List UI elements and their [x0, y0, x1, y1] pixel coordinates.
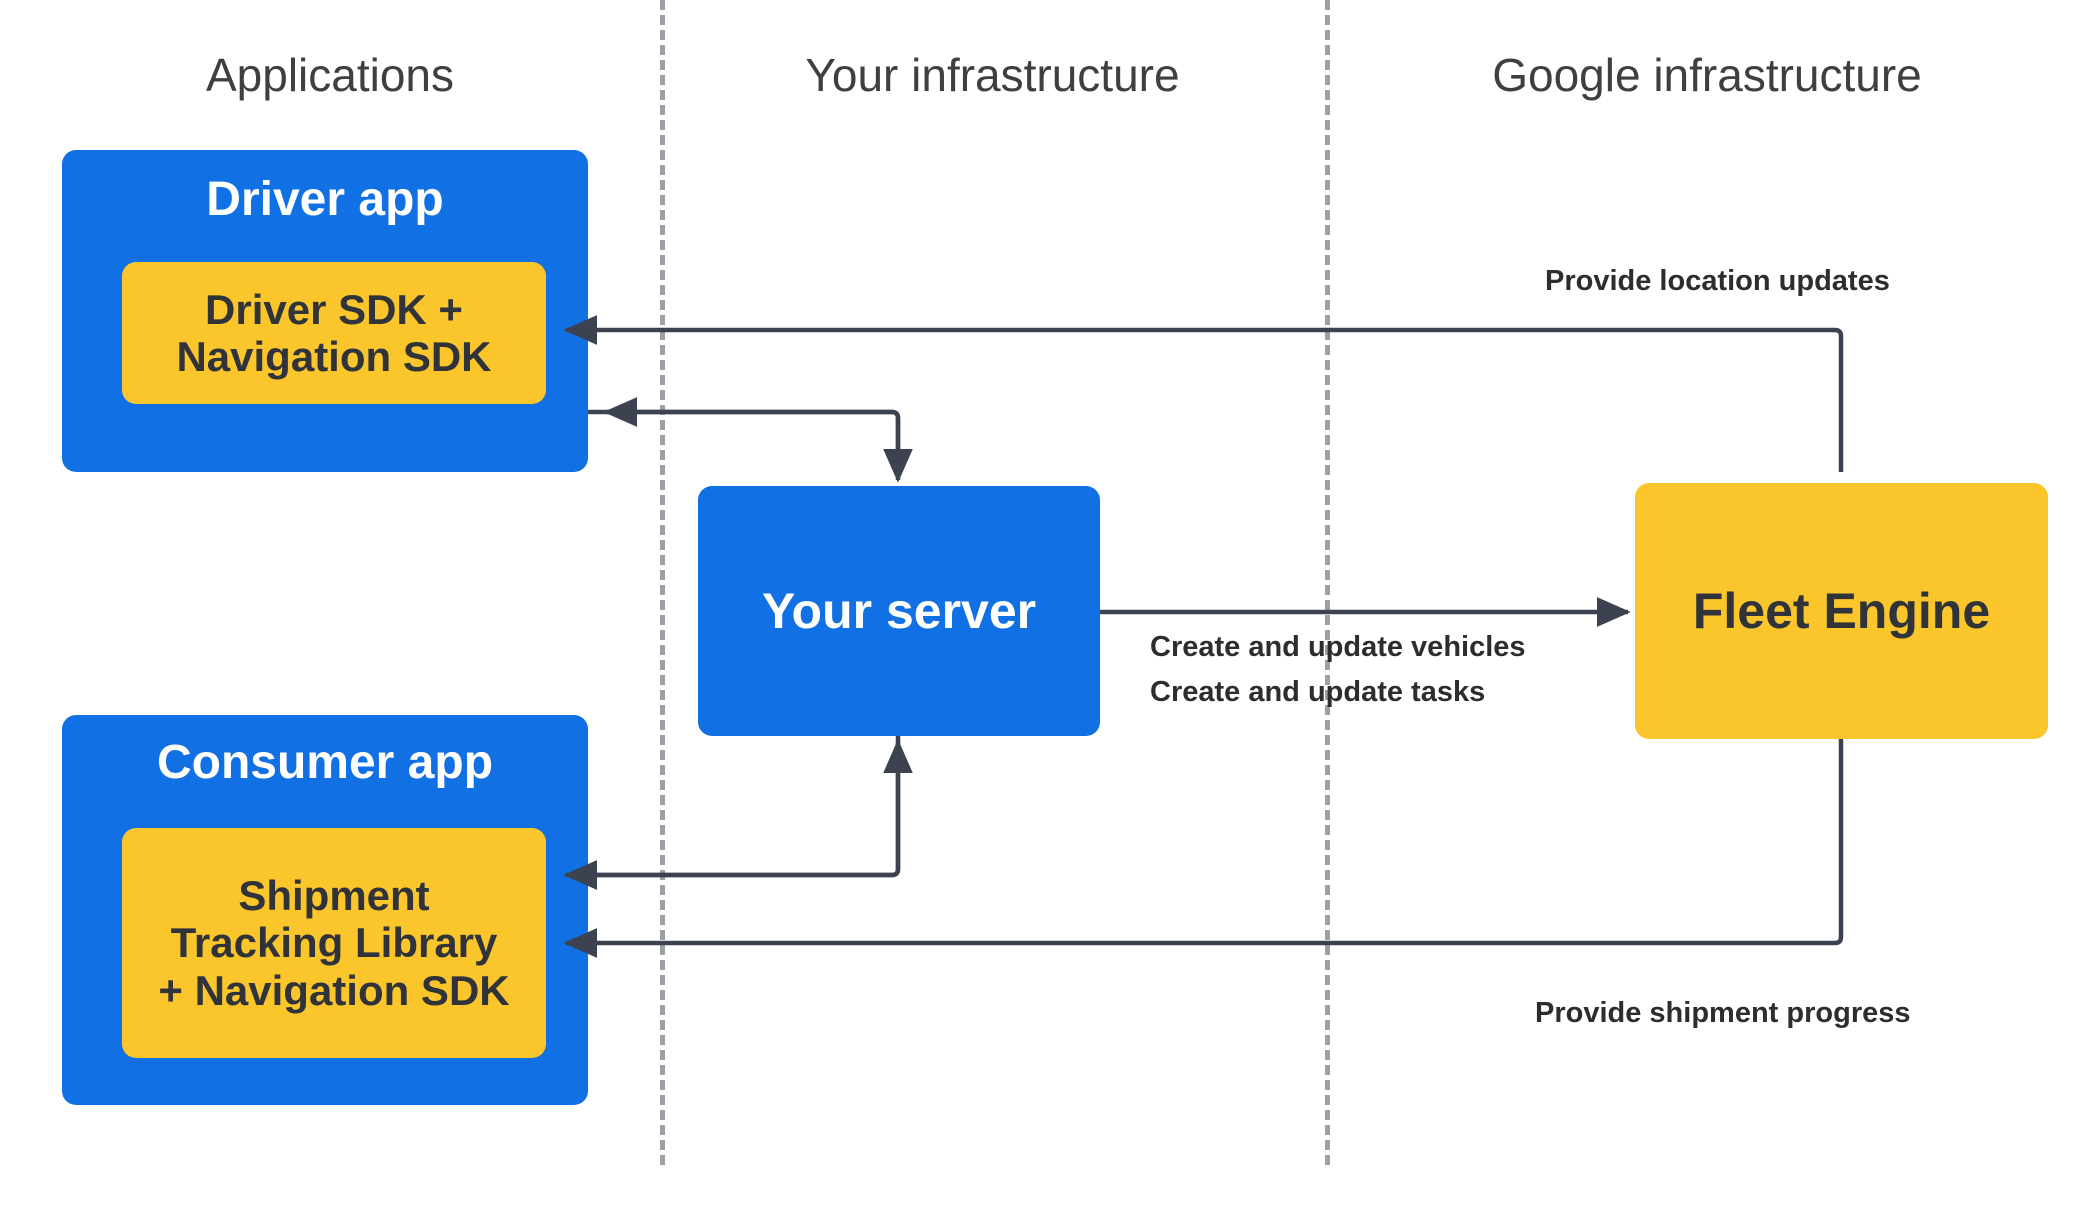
edge-server-to-driver-app: [603, 397, 901, 475]
edge-server-to-consumer-sdk: [563, 736, 901, 890]
edge-location-updates: [563, 315, 1844, 472]
column-divider-right: [1325, 0, 1330, 1165]
consumer-sdk-box[interactable]: Shipment Tracking Library + Navigation S…: [122, 828, 546, 1058]
your-server-box[interactable]: Your server: [698, 486, 1100, 736]
consumer-sdk-label: Shipment Tracking Library + Navigation S…: [158, 872, 509, 1013]
edge-consumer-app-to-server: [588, 739, 913, 878]
edge-label-create-and-update-tasks: Create and update tasks: [1150, 676, 1486, 708]
your-server-label: Your server: [761, 583, 1037, 639]
fleet-engine-box[interactable]: Fleet Engine: [1635, 483, 2048, 739]
column-heading-google-infrastructure: Google infrastructure: [1492, 49, 1922, 101]
edge-label-provide-shipment-progress: Provide shipment progress: [1535, 997, 1911, 1029]
column-heading-your-infrastructure: Your infrastructure: [805, 49, 1180, 101]
edge-driver-app-to-server: [588, 409, 913, 483]
edge-label-provide-location-updates: Provide location updates: [1545, 265, 1890, 297]
consumer-app-title: Consumer app: [156, 736, 494, 789]
fleet-engine-label: Fleet Engine: [1692, 583, 1991, 639]
edge-label-create-and-update-vehicles: Create and update vehicles: [1150, 631, 1526, 663]
driver-sdk-label: Driver SDK + Navigation SDK: [176, 286, 491, 380]
column-divider-left: [660, 0, 665, 1165]
driver-app-title: Driver app: [206, 173, 444, 226]
consumer-sdk-line-3: + Navigation SDK: [158, 966, 510, 1014]
driver-sdk-box[interactable]: Driver SDK + Navigation SDK: [122, 262, 546, 404]
edge-shipment-progress: [563, 739, 1844, 958]
column-heading-applications: Applications: [205, 49, 455, 101]
consumer-sdk-line-2: Tracking Library: [170, 919, 498, 967]
consumer-sdk-line-1: Shipment: [238, 872, 430, 920]
driver-sdk-line-1: Driver SDK +: [205, 285, 463, 333]
driver-sdk-line-2: Navigation SDK: [176, 333, 492, 380]
